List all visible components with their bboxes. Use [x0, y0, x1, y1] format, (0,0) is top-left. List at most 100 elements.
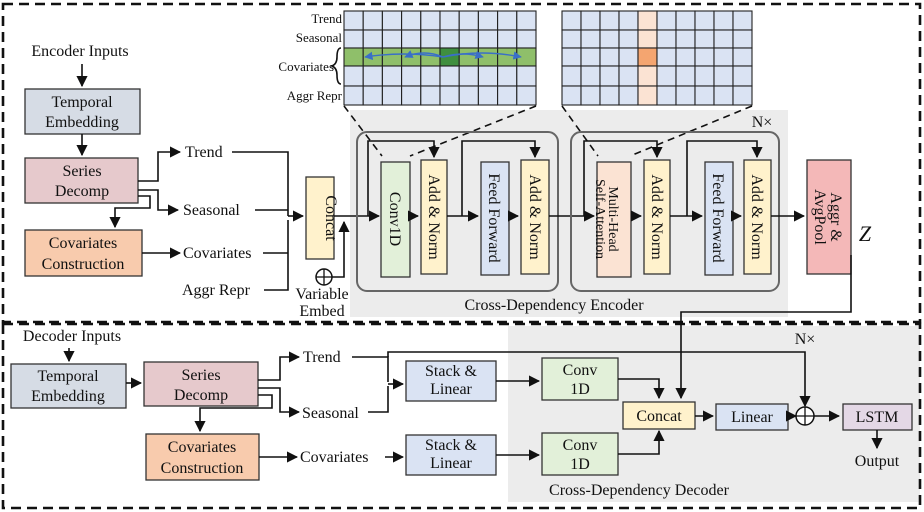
svg-text:Add & Norm: Add & Norm — [425, 174, 442, 260]
encoder-aggr-avgpool — [806, 159, 852, 275]
svg-text:Temporal: Temporal — [37, 368, 99, 385]
grid-label-seasonal: Seasonal — [296, 30, 343, 45]
variable-embed-label: Variable — [295, 286, 348, 303]
svg-text:Add & Norm: Add & Norm — [748, 174, 765, 260]
encoder-concat — [305, 176, 335, 260]
attention-arrows — [364, 50, 522, 61]
grid-cell — [362, 10, 383, 31]
grid-cell — [477, 85, 499, 106]
grid-cell — [618, 85, 639, 106]
encoder-seasonal-label: Seasonal — [183, 202, 240, 219]
grid-cell — [694, 47, 715, 67]
svg-text:Covariates: Covariates — [49, 235, 117, 252]
svg-text:Stack &: Stack & — [425, 437, 478, 454]
decoder-repeat-label: N× — [795, 331, 816, 348]
grid-cell — [580, 65, 601, 87]
grid-cell — [420, 85, 441, 106]
covariate-grid-right — [561, 10, 753, 106]
grid-cell — [580, 29, 601, 49]
svg-text:Construction: Construction — [161, 460, 244, 477]
encoder-add-norm-3 — [643, 159, 671, 275]
grid-cell — [694, 10, 715, 31]
svg-text:Add & Norm: Add & Norm — [526, 174, 543, 260]
grid-cell — [599, 29, 620, 49]
svg-text:Construction: Construction — [42, 256, 125, 273]
svg-text:Temporal: Temporal — [51, 94, 113, 111]
grid-cell — [477, 29, 499, 49]
grid-cell — [656, 10, 677, 31]
grid-cell — [675, 10, 696, 31]
encoder-add-norm-4 — [743, 159, 772, 275]
attention-arrow — [442, 51, 522, 60]
grid-cell — [477, 10, 499, 31]
svg-text:Linear: Linear — [430, 381, 472, 398]
grid-cell — [343, 65, 364, 87]
encoder-covariates-label: Covariates — [183, 245, 251, 262]
svg-text:Add & Norm: Add & Norm — [648, 174, 665, 260]
grid-label-covariates: Covariates — [278, 59, 334, 74]
grid-cell — [561, 10, 582, 31]
grid-cell — [637, 85, 658, 106]
grid-cell — [694, 85, 715, 106]
encoder-add-norm-2 — [520, 159, 550, 275]
grid-cell — [732, 65, 753, 87]
grid-cell — [599, 10, 620, 31]
grid-cell — [732, 47, 753, 67]
grid-cell — [401, 29, 422, 49]
encoder-title: Cross-Dependency Encoder — [464, 297, 644, 314]
grid-cell — [401, 85, 422, 106]
svg-text:Multi-Head: Multi-Head — [605, 186, 620, 251]
grid-cell — [713, 10, 734, 31]
grid-cell — [675, 47, 696, 67]
grid-cell — [561, 65, 582, 87]
svg-text:LSTM: LSTM — [856, 409, 899, 426]
decoder-conv1d-1 — [541, 357, 619, 401]
grid-cell — [675, 85, 696, 106]
grid-cell — [420, 29, 441, 49]
decoder-lstm — [842, 403, 913, 431]
grid-cell — [497, 85, 518, 106]
encoder-repeat-label: N× — [752, 114, 773, 131]
grid-cell — [458, 65, 479, 87]
grid-cell — [516, 85, 537, 106]
grid-cell — [516, 29, 537, 49]
grid-label-trend: Trend — [311, 11, 342, 26]
grid-cell — [580, 47, 601, 67]
grid-cell — [618, 65, 639, 87]
grid-cell — [675, 65, 696, 87]
grid-cell — [401, 47, 422, 67]
grid-cell — [477, 65, 499, 87]
svg-text:Feed Forward: Feed Forward — [709, 173, 726, 262]
covariate-grid-left — [343, 10, 537, 106]
grid-cell — [516, 65, 537, 87]
grid-cell — [343, 10, 364, 31]
encoder-block-1 — [356, 131, 559, 292]
decoder-frame — [1, 322, 922, 510]
grid-cell — [561, 47, 582, 67]
grid-cell — [362, 85, 383, 106]
grid-cell — [381, 29, 403, 49]
decoder-concat — [622, 401, 696, 430]
grid-cell — [362, 29, 383, 49]
encoder-inputs-label: Encoder Inputs — [31, 43, 128, 60]
encoder-covariates-construction — [24, 229, 143, 277]
encoder-conv1d — [380, 161, 411, 278]
grid-cell — [713, 85, 734, 106]
decoder-covariates-label: Covariates — [300, 449, 368, 466]
grid-cell — [618, 10, 639, 31]
zoom-line — [343, 105, 383, 157]
svg-text:Linear: Linear — [430, 455, 472, 472]
grid-cell — [694, 65, 715, 87]
grid-cell — [343, 85, 364, 106]
grid-cell — [656, 29, 677, 49]
grid-cell — [713, 65, 734, 87]
svg-text:Feed Forward: Feed Forward — [485, 173, 502, 262]
z-label: Z — [859, 221, 872, 246]
svg-text:Conv: Conv — [563, 362, 598, 379]
grid-cell — [439, 85, 460, 106]
decoder-seasonal-label: Seasonal — [302, 405, 359, 422]
grid-cell — [420, 47, 441, 67]
svg-text:Covariates: Covariates — [168, 439, 236, 456]
svg-text:Series: Series — [181, 367, 220, 384]
